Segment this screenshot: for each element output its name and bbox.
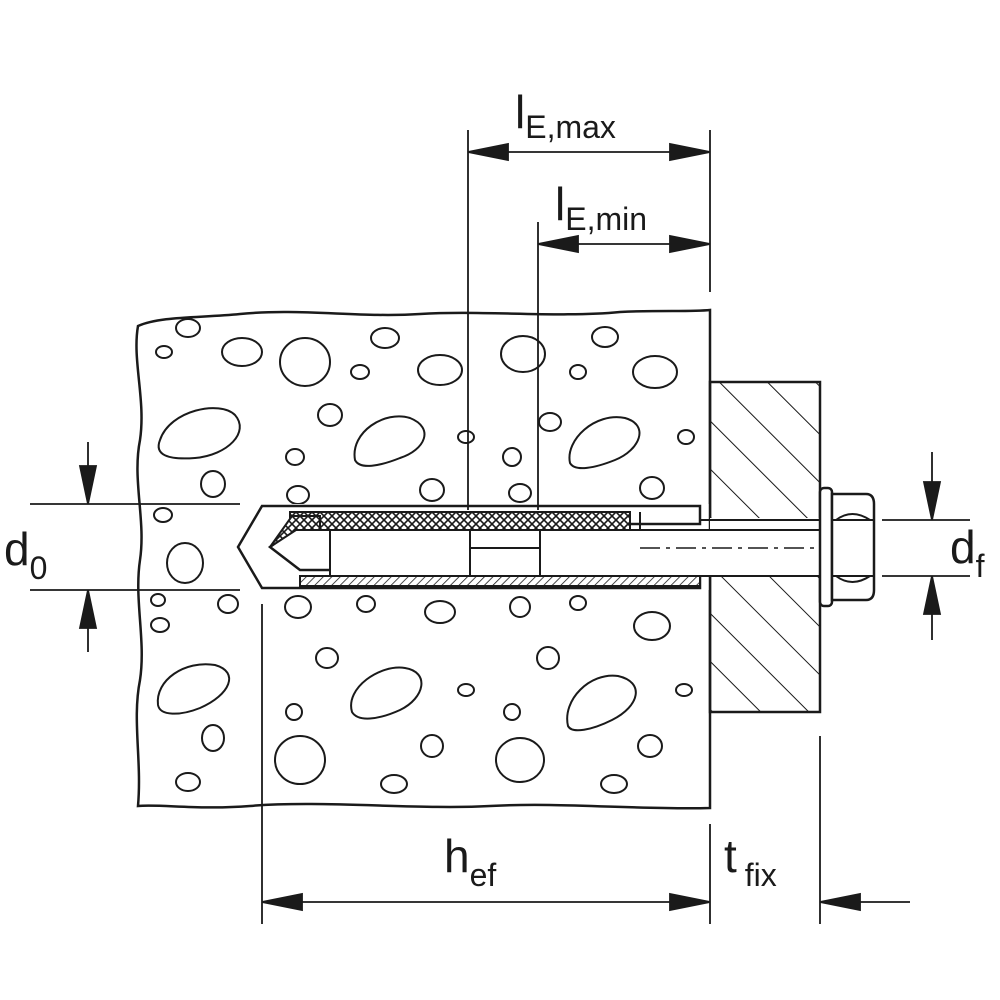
hex-nut bbox=[830, 492, 876, 602]
aggregate-stones bbox=[150, 318, 695, 794]
label-df: df bbox=[950, 521, 985, 584]
label-le-min: lE,min bbox=[555, 178, 647, 237]
label-d0: d0 bbox=[4, 523, 47, 586]
anchor bbox=[236, 486, 876, 608]
sleeve-upper-mesh bbox=[289, 511, 631, 531]
sleeve-lower bbox=[299, 575, 701, 587]
bolt-shank bbox=[539, 529, 821, 577]
sleeve-tip-mesh bbox=[269, 515, 321, 548]
washer bbox=[818, 486, 834, 608]
dimension-lines bbox=[30, 130, 970, 924]
label-hef: hef bbox=[444, 830, 496, 893]
spacer-mid bbox=[469, 547, 541, 577]
label-le-max: lE,max bbox=[515, 86, 616, 145]
spacer-left bbox=[329, 529, 471, 577]
